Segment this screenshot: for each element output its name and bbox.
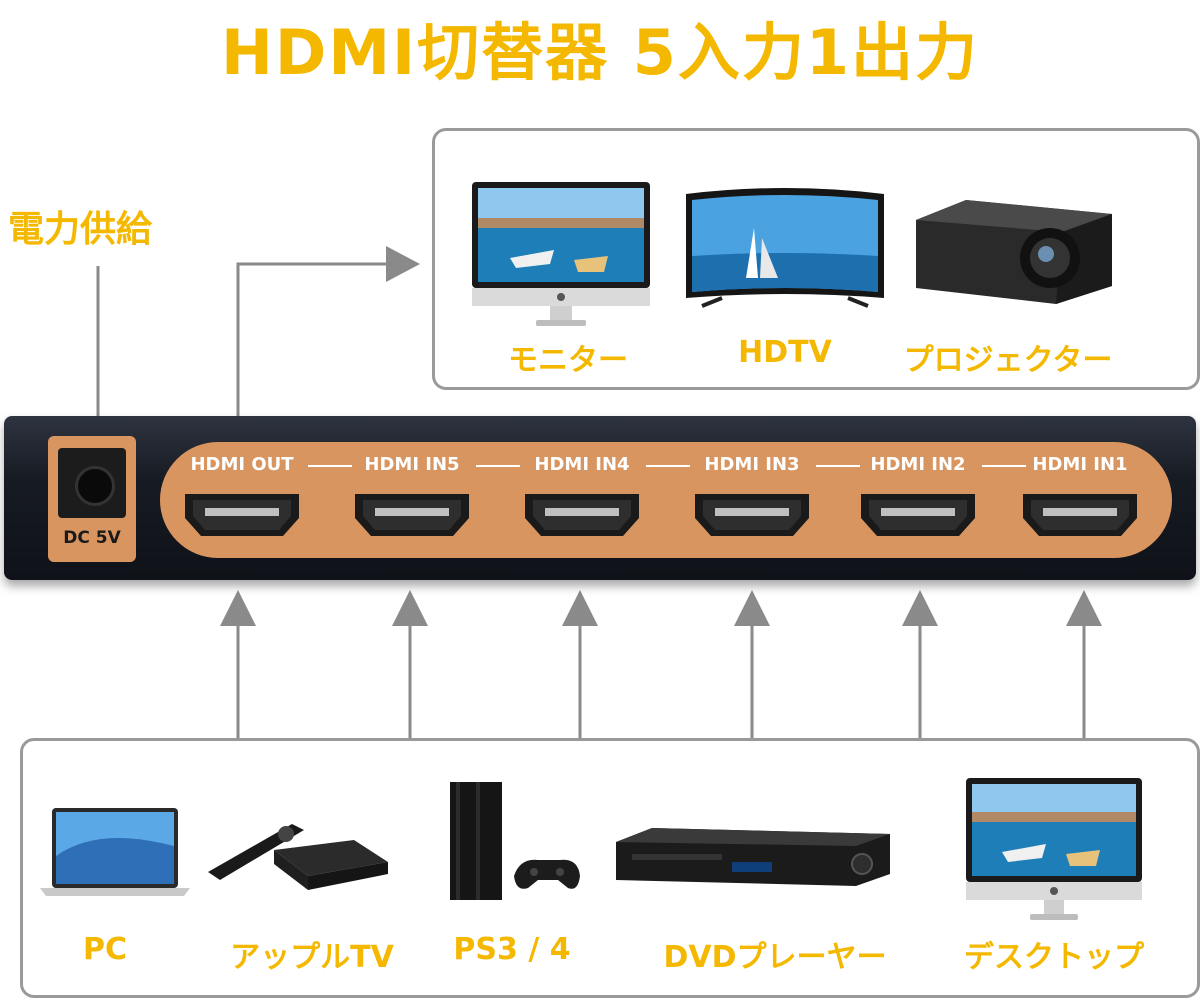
input-label-apple-tv: アップルTV <box>230 940 394 975</box>
output-label-hdtv: HDTV <box>738 335 832 370</box>
output-label-projector: プロジェクター <box>903 343 1113 378</box>
desktop-image <box>966 778 1142 920</box>
hdmi-port-in3-icon <box>695 494 809 536</box>
input-label-pc: PC <box>82 932 127 967</box>
port-label-out: HDMI OUT <box>190 454 294 475</box>
dvd-player-image <box>616 828 890 886</box>
output-label-monitor: モニター <box>508 343 628 378</box>
game-console-image <box>450 782 580 900</box>
input-label-desktop: デスクトップ <box>964 940 1144 975</box>
hdmi-port-out-icon <box>185 494 299 536</box>
port-label-in4: HDMI IN4 <box>534 454 630 475</box>
hdmi-port-in4-icon <box>525 494 639 536</box>
laptop-image <box>40 808 190 896</box>
projector-image <box>916 200 1112 304</box>
power-supply-label: 電力供給 <box>8 209 153 250</box>
hdmi-port-in2-icon <box>861 494 975 536</box>
input-label-ps: PS3 / 4 <box>453 932 571 967</box>
dc-power-port-panel: DC 5V <box>48 436 136 562</box>
port-label-in2: HDMI IN2 <box>870 454 966 475</box>
input-label-dvd: DVDプレーヤー <box>663 940 887 975</box>
port-label-in5: HDMI IN5 <box>364 454 460 475</box>
hdmi-port-in1-icon <box>1023 494 1137 536</box>
hdtv-image <box>686 188 884 308</box>
hdmi-switch-device: DC 5V HDMI OUT HDMI IN5 HDMI IN4 HDMI IN… <box>4 416 1196 580</box>
port-label-in3: HDMI IN3 <box>704 454 800 475</box>
hdmi-port-in5-icon <box>355 494 469 536</box>
page-title: HDMI切替器 5入力1出力 <box>221 16 979 89</box>
hdmi-port-panel: HDMI OUT HDMI IN5 HDMI IN4 HDMI IN3 HDMI… <box>160 442 1172 558</box>
monitor-image <box>472 182 650 326</box>
dc-label: DC 5V <box>63 528 121 548</box>
port-label-in1: HDMI IN1 <box>1032 454 1128 475</box>
dc-jack-icon <box>58 448 126 518</box>
streaming-device-image <box>208 824 388 890</box>
